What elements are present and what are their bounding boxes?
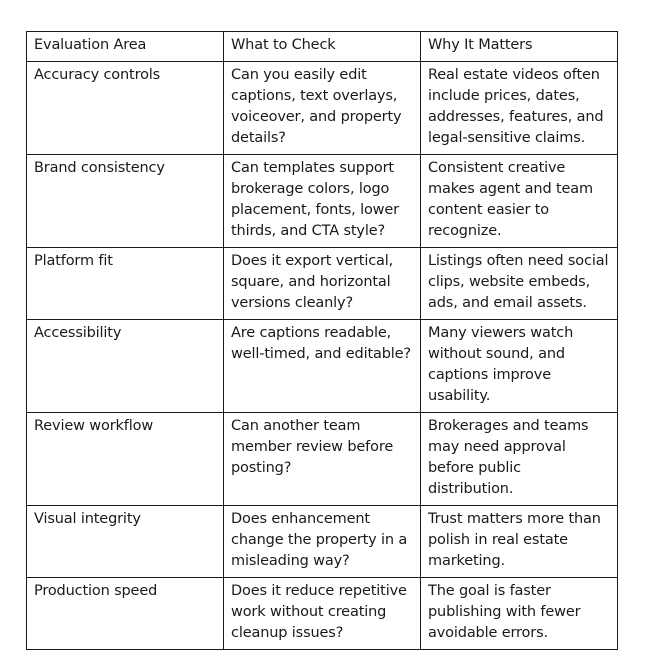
table-row: Brand consistency Can templates support …	[26, 154, 618, 248]
cell-area: Production speed	[26, 577, 224, 650]
cell-why: Many viewers watch without sound, and ca…	[420, 319, 618, 413]
cell-why: Brokerages and teams may need approval b…	[420, 412, 618, 506]
table-row: Accuracy controls Can you easily edit ca…	[26, 61, 618, 155]
evaluation-table: Evaluation Area What to Check Why It Mat…	[26, 31, 618, 650]
header-what-to-check: What to Check	[223, 31, 421, 62]
cell-why: Trust matters more than polish in real e…	[420, 505, 618, 578]
table-row: Review workflow Can another team member …	[26, 412, 618, 506]
cell-check: Does it reduce repetitive work without c…	[223, 577, 421, 650]
header-why-it-matters: Why It Matters	[420, 31, 618, 62]
cell-check: Are captions readable, well-timed, and e…	[223, 319, 421, 413]
cell-area: Accessibility	[26, 319, 224, 413]
cell-area: Accuracy controls	[26, 61, 224, 155]
cell-area: Visual integrity	[26, 505, 224, 578]
cell-check: Does it export vertical, square, and hor…	[223, 247, 421, 320]
table-header-row: Evaluation Area What to Check Why It Mat…	[26, 31, 618, 62]
cell-why: The goal is faster publishing with fewer…	[420, 577, 618, 650]
cell-check: Can another team member review before po…	[223, 412, 421, 506]
header-evaluation-area: Evaluation Area	[26, 31, 224, 62]
cell-area: Brand consistency	[26, 154, 224, 248]
cell-area: Review workflow	[26, 412, 224, 506]
table-row: Production speed Does it reduce repetiti…	[26, 577, 618, 650]
cell-check: Does enhancement change the property in …	[223, 505, 421, 578]
cell-check: Can you easily edit captions, text overl…	[223, 61, 421, 155]
table-row: Accessibility Are captions readable, wel…	[26, 319, 618, 413]
cell-why: Consistent creative makes agent and team…	[420, 154, 618, 248]
table-row: Visual integrity Does enhancement change…	[26, 505, 618, 578]
cell-why: Listings often need social clips, websit…	[420, 247, 618, 320]
cell-area: Platform fit	[26, 247, 224, 320]
cell-why: Real estate videos often include prices,…	[420, 61, 618, 155]
table-row: Platform fit Does it export vertical, sq…	[26, 247, 618, 320]
cell-check: Can templates support brokerage colors, …	[223, 154, 421, 248]
